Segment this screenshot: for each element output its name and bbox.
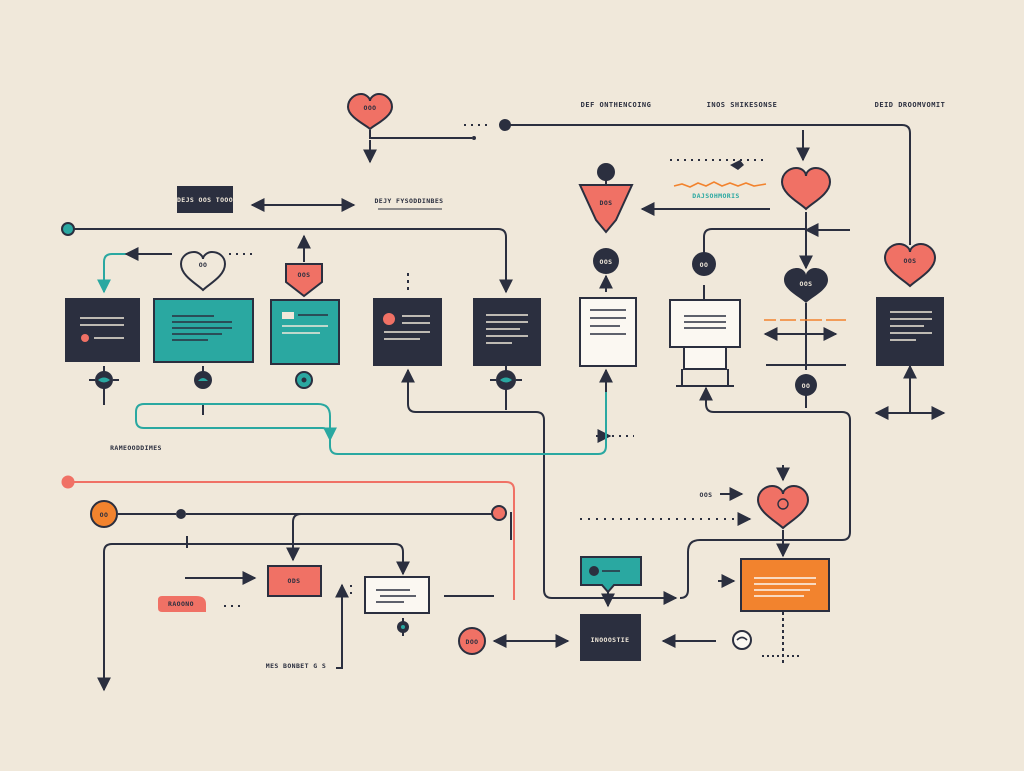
navy-bottom-label: INOOOSTIE bbox=[591, 636, 630, 644]
connector-top-long bbox=[505, 124, 911, 245]
eye-icon bbox=[89, 371, 119, 389]
card-navy-2[interactable] bbox=[373, 298, 442, 366]
dark-circle-label: OOS bbox=[600, 258, 613, 266]
coral-tag-node[interactable]: OOS bbox=[285, 263, 323, 298]
heart-icon bbox=[346, 92, 394, 131]
connector-row-main bbox=[74, 228, 513, 294]
eye-icon bbox=[490, 370, 522, 390]
coral-pill-node[interactable]: RAOONO bbox=[158, 596, 206, 612]
heart-node-bottom[interactable] bbox=[756, 484, 810, 530]
card-navy-4[interactable] bbox=[876, 297, 944, 366]
top-label-box[interactable]: DEJS OOS TOOO bbox=[177, 186, 233, 213]
card-teal-1[interactable] bbox=[153, 298, 254, 363]
card-navy-1[interactable] bbox=[65, 298, 140, 362]
left-caption: RAMEOODDIMES bbox=[110, 444, 162, 452]
heart-icon bbox=[780, 166, 832, 211]
header-text-3: DEID DROOMVOMIT bbox=[875, 101, 946, 109]
heart-icon bbox=[784, 268, 828, 303]
connector-dot-icon bbox=[176, 509, 186, 519]
heart-node-outline[interactable]: OO bbox=[179, 250, 227, 292]
dark-heart-label: OOS bbox=[800, 280, 813, 288]
white-circle-node[interactable] bbox=[732, 630, 752, 650]
eye-icon-row bbox=[89, 370, 817, 396]
card-white-1[interactable] bbox=[579, 297, 637, 367]
right-heart-label: OOS bbox=[904, 257, 917, 265]
card-navy-3[interactable] bbox=[473, 298, 541, 366]
heart-icon bbox=[756, 484, 810, 530]
connector-teal-left bbox=[97, 253, 128, 294]
teal-caption: DAJSOHMORIS bbox=[692, 192, 739, 200]
coral-line bbox=[68, 481, 515, 600]
chat-bubble-icon bbox=[282, 312, 294, 319]
orange-circle-node[interactable]: OO bbox=[90, 500, 118, 528]
coral-rect-label: ODS bbox=[288, 577, 301, 585]
header-text-1: DEF ONTHENCOING bbox=[581, 101, 652, 109]
circle-node-icon[interactable] bbox=[61, 475, 75, 489]
left-dash-label: OOS bbox=[700, 491, 713, 499]
subtitle-label: DEJY FYSODDINBES bbox=[374, 197, 443, 205]
squiggles bbox=[673, 181, 846, 321]
header-text-2: INOS SHIKESONSE bbox=[707, 101, 778, 109]
coral-tag-label: OOS bbox=[298, 271, 311, 279]
heart-node-top[interactable]: OOO bbox=[346, 92, 394, 131]
teal-loop bbox=[135, 392, 607, 455]
connectors bbox=[74, 124, 946, 692]
connector-top-left bbox=[369, 130, 472, 139]
coral-rect-node[interactable]: ODS bbox=[267, 565, 322, 597]
card-white-3[interactable] bbox=[364, 576, 430, 614]
connector-loop-right bbox=[679, 392, 851, 599]
card-orange[interactable] bbox=[740, 558, 830, 612]
heart-icon bbox=[179, 250, 227, 292]
circle-node-icon bbox=[795, 374, 817, 396]
connector-dot-icon bbox=[499, 119, 511, 131]
heart-icon bbox=[883, 242, 937, 288]
funnel-node[interactable]: DOS bbox=[578, 163, 634, 234]
small-heart-label: OO bbox=[199, 261, 208, 269]
coral-pill-label: RAOONO bbox=[168, 600, 194, 608]
heart-node-right-2[interactable]: OOS bbox=[883, 242, 937, 288]
dark-circle-2-label: OO bbox=[700, 261, 709, 269]
coral-circle-node[interactable]: DOO bbox=[458, 627, 486, 655]
connector-loop-mid bbox=[407, 392, 678, 605]
card-teal-2[interactable] bbox=[270, 299, 340, 365]
orange-circle-label: OO bbox=[100, 511, 109, 519]
dark-circle-node[interactable]: OOS bbox=[593, 248, 619, 274]
eye-icon bbox=[194, 371, 212, 389]
chat-bubble-node[interactable] bbox=[580, 556, 642, 594]
eye-icon bbox=[397, 621, 409, 633]
card-white-2[interactable] bbox=[669, 299, 741, 387]
heart-label: OOO bbox=[364, 104, 377, 112]
card-navy-bottom[interactable]: INOOOSTIE bbox=[580, 614, 641, 661]
funnel-label: DOS bbox=[600, 199, 613, 207]
circle-node-icon bbox=[597, 163, 615, 181]
connector-dot-icon bbox=[491, 505, 507, 521]
connector-dot-icon bbox=[472, 136, 476, 140]
dark-small-label: OO bbox=[802, 382, 811, 390]
heart-node-dark[interactable]: OOS bbox=[784, 268, 828, 303]
bottom-caption: MES BONBET G S bbox=[266, 662, 326, 670]
connector-right-top bbox=[703, 228, 806, 258]
arrow-icon bbox=[730, 160, 744, 170]
circle-node-icon[interactable] bbox=[61, 222, 75, 236]
dark-circle-node-2[interactable]: OO bbox=[692, 252, 716, 276]
eye-icon bbox=[295, 371, 313, 389]
heart-node-right-1[interactable] bbox=[780, 166, 832, 211]
top-box-label: DEJS OOS TOOO bbox=[177, 196, 233, 204]
coral-circle-label: DOO bbox=[466, 638, 479, 646]
funnel-icon bbox=[578, 184, 634, 234]
